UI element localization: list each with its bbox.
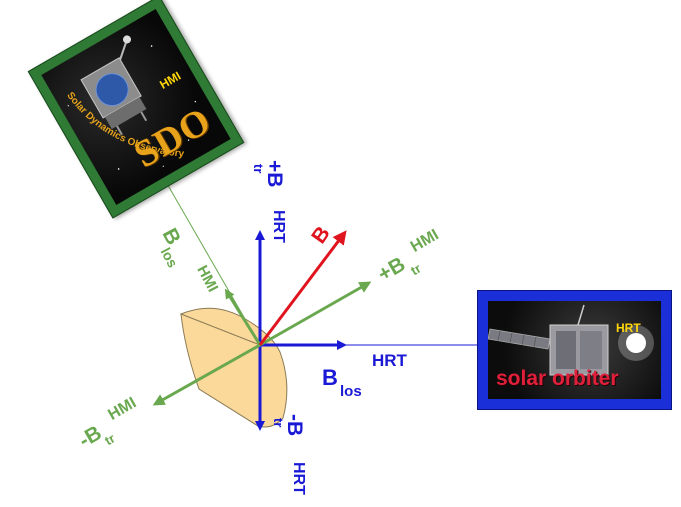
plus-btr-hmi-label: +B tr HMI [372, 226, 452, 293]
solar-orbiter-name: solar orbiter [496, 367, 619, 391]
minus-btr-hrt-label: -B tr HRT [271, 414, 307, 495]
minus-btr-hmi-main: -B [75, 421, 106, 452]
b-label: B [307, 222, 335, 248]
plus-btr-hmi-instr: HMI [408, 226, 442, 255]
blos-hmi-instr: HMI [193, 263, 221, 295]
blos-hrt-main: B [322, 365, 338, 390]
plus-btr-hrt-instr: HRT [270, 210, 287, 243]
angle-wedge [181, 308, 287, 427]
plus-btr-hmi-sub: tr [408, 261, 424, 279]
plus-btr-hmi-arrow [260, 284, 367, 345]
plus-btr-hrt-label: +B tr HRT [251, 160, 287, 243]
b-vector-arrow [260, 235, 343, 345]
blos-hmi-label: B los HMI [151, 220, 222, 305]
minus-btr-hmi-instr: HMI [105, 394, 139, 423]
blos-hrt-label: B los HRT [322, 351, 408, 400]
blos-hrt-instr: HRT [372, 351, 408, 370]
minus-btr-hrt-instr: HRT [290, 462, 307, 495]
blos-hrt-sub: los [340, 383, 362, 400]
plus-btr-hrt-sub: tr [251, 164, 266, 173]
plus-btr-hmi-main: +B [374, 253, 409, 287]
solar-orbiter-image-card: HRT solar orbiter [477, 290, 672, 410]
so-instrument-label: HRT [616, 321, 641, 335]
blos-hmi-sub: los [158, 245, 182, 271]
solar-orbiter-image: HRT solar orbiter [488, 301, 661, 399]
minus-btr-hmi-label: -B tr HMI [73, 394, 149, 459]
minus-btr-hrt-sub: tr [271, 418, 286, 427]
minus-btr-hmi-sub: tr [102, 431, 118, 449]
